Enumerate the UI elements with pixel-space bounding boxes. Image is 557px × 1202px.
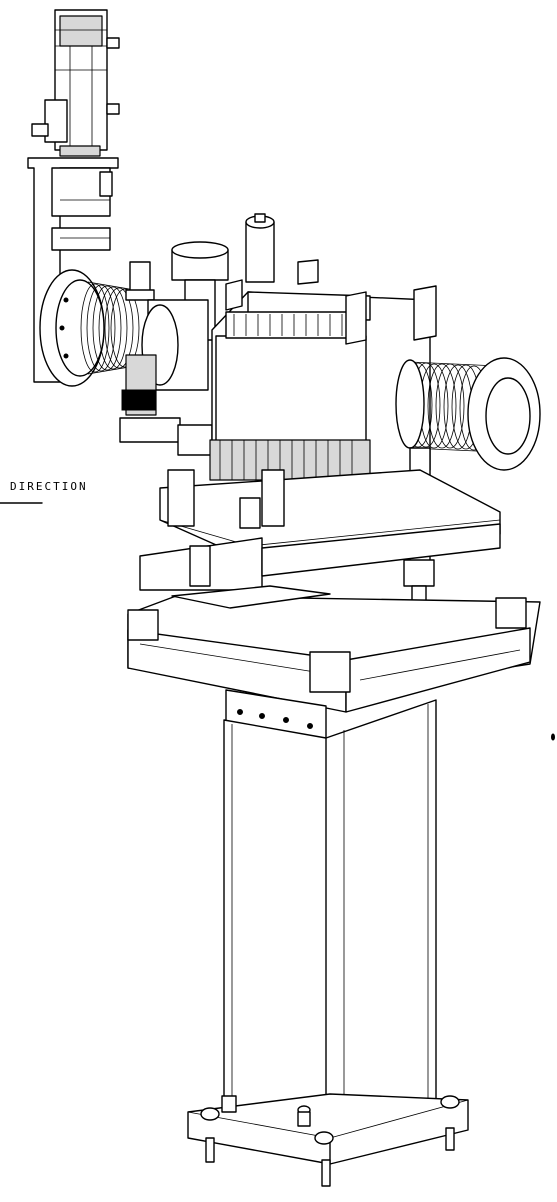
translation-frame: [127, 585, 541, 713]
cross-chamber: [119, 213, 275, 456]
edge-mark: [551, 733, 555, 741]
magnet-block: [209, 259, 437, 481]
direction-label: DIRECTION: [10, 480, 88, 493]
gate-valve-actuator: [31, 9, 120, 157]
support-column: [223, 699, 437, 1141]
stage-plates: [139, 469, 501, 591]
left-flange-bellows: [39, 269, 140, 387]
base-plate: [187, 1093, 469, 1187]
right-flange-bellows: [395, 357, 541, 471]
